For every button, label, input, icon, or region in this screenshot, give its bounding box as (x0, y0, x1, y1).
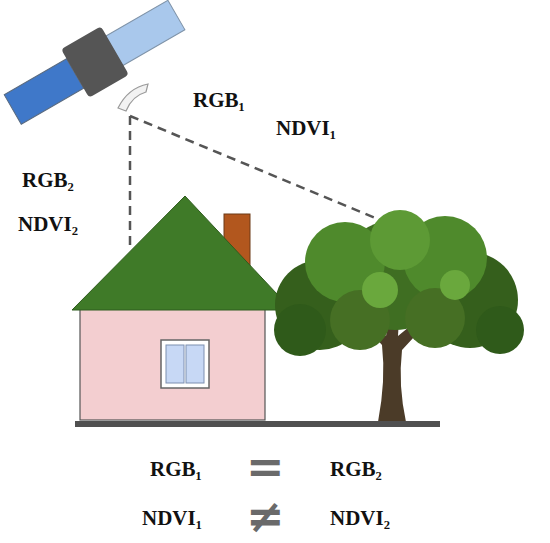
relation-symbol: ≠ (246, 493, 285, 539)
antenna-dish (118, 84, 148, 111)
window-pane (166, 345, 184, 383)
view-line (129, 116, 132, 250)
satellite-body (61, 26, 129, 97)
band-label: NDVI₁ (276, 118, 336, 139)
band-label: RGB₁ (150, 459, 202, 480)
relation-symbol: = (246, 444, 285, 490)
solar-panel (4, 59, 83, 124)
band-label: NDVI₁ (142, 508, 202, 529)
ground-line (75, 421, 440, 427)
foliage (274, 304, 326, 356)
tree-canopy (274, 210, 524, 356)
foliage (362, 272, 398, 308)
window-pane (186, 345, 204, 383)
window-frame (161, 340, 209, 388)
foliage (370, 210, 430, 270)
band-label: RGB₁ (193, 90, 245, 111)
foliage (476, 306, 524, 354)
band-label: RGB₂ (22, 170, 74, 191)
band-label: RGB₂ (330, 459, 382, 480)
satellite (0, 0, 190, 134)
roof (72, 196, 292, 310)
band-label: NDVI₂ (330, 508, 390, 529)
view-line (130, 116, 385, 222)
house-wall (80, 308, 265, 420)
foliage (440, 270, 470, 300)
band-label: NDVI₂ (18, 214, 78, 235)
